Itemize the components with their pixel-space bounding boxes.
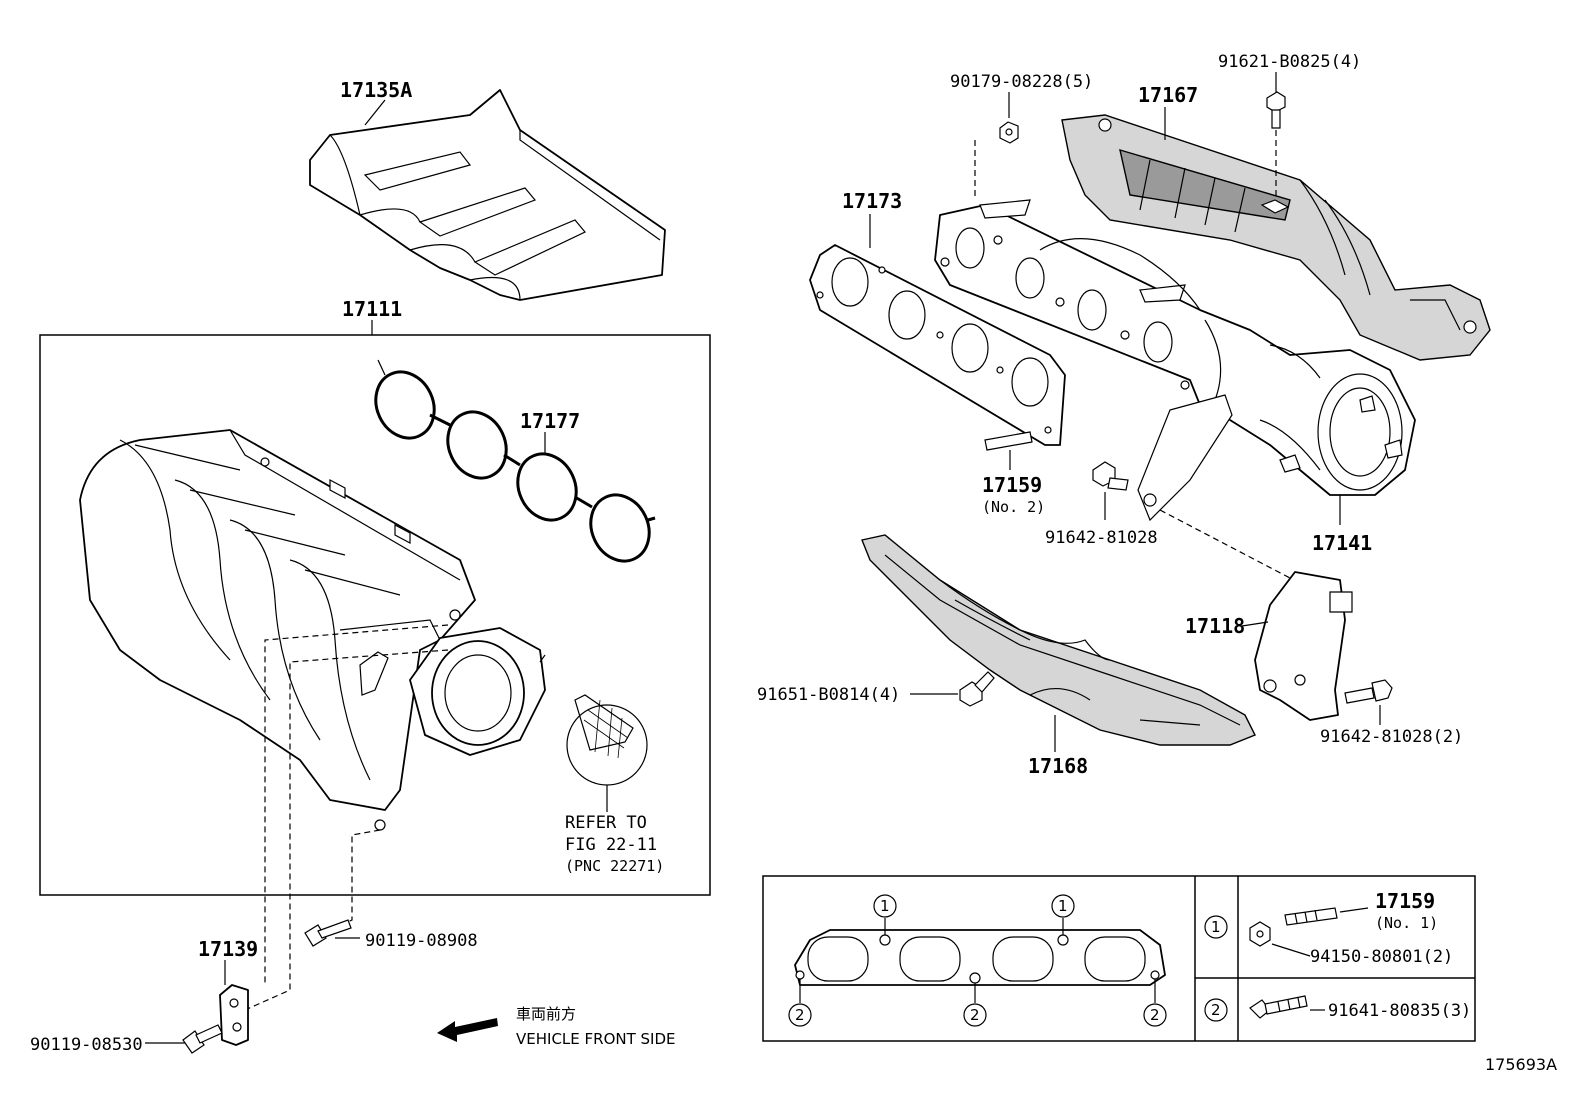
arrow-left-icon <box>437 1018 498 1042</box>
svg-text:2: 2 <box>795 1006 805 1024</box>
bolt-91651-B0814 <box>959 671 995 707</box>
refer-line-2: FIG 22-11 <box>565 835 657 855</box>
inset-label-17159: 17159 <box>1375 889 1435 913</box>
svg-text:1: 1 <box>880 897 890 915</box>
label-17159-no2: 17159 <box>982 473 1042 497</box>
label-17111: 17111 <box>342 297 402 321</box>
intake-manifold-17111 <box>79 429 546 831</box>
label-17173: 17173 <box>842 189 902 213</box>
bolt-91621-B0825 <box>1266 91 1286 129</box>
inset-nut-94150 <box>1249 921 1271 947</box>
inset-bolt-91641 <box>1249 995 1308 1019</box>
circled-2-icon: 2 <box>1204 998 1228 1022</box>
label-91651-B0814: 91651-B0814(4) <box>757 685 900 705</box>
svg-text:2: 2 <box>1211 1001 1221 1019</box>
label-17167: 17167 <box>1138 83 1198 107</box>
label-90179-08228: 90179-08228(5) <box>950 72 1093 92</box>
bolt-91642-81028 <box>1092 461 1129 491</box>
inset-label-94150: 94150-80801(2) <box>1310 947 1453 967</box>
bolt-90119-08908 <box>304 919 352 947</box>
heat-insulator-17168 <box>861 534 1256 746</box>
label-17159-no2-sub: (No. 2) <box>982 498 1045 516</box>
nut-90179-08228 <box>999 121 1019 144</box>
exhaust-gasket-17173 <box>809 244 1066 446</box>
label-17139: 17139 <box>198 937 258 961</box>
bolt-91642-81028-2 <box>1344 679 1393 704</box>
svg-text:2: 2 <box>1150 1006 1160 1024</box>
label-17168: 17168 <box>1028 754 1088 778</box>
heat-insulator-17167 <box>1061 114 1491 361</box>
label-91642-81028-2: 91642-81028(2) <box>1320 727 1463 747</box>
vehicle-front-jp: 車両前方 <box>516 1005 576 1023</box>
label-90119-08530: 90119-08530 <box>30 1035 143 1055</box>
exhaust-manifold-17141 <box>934 199 1416 522</box>
circled-1-icon: 1 <box>1204 915 1228 939</box>
bolt-90119-08530 <box>182 1024 223 1054</box>
label-17118: 17118 <box>1185 614 1245 638</box>
svg-text:1: 1 <box>1211 918 1221 936</box>
refer-line-3: (PNC 22271) <box>565 857 664 875</box>
circled-1-icon: 1 <box>873 894 897 918</box>
vehicle-front-en: VEHICLE FRONT SIDE <box>516 1030 676 1048</box>
intake-manifold-box <box>39 334 711 896</box>
circled-2-icon: 2 <box>788 1003 812 1027</box>
bracket-17118 <box>1254 571 1353 721</box>
stud-17159-no2 <box>984 431 1033 451</box>
label-17135A: 17135A <box>340 78 412 102</box>
gasket-inset-box <box>762 875 1476 1042</box>
refer-fig-callout <box>566 694 648 812</box>
refer-line-1: REFER TO <box>565 813 647 833</box>
figure-number: 175693A <box>1485 1055 1557 1074</box>
intake-cover-17135A <box>309 89 666 301</box>
inset-gasket <box>794 918 1166 1003</box>
inset-stud-17159 <box>1284 907 1338 926</box>
label-17177: 17177 <box>520 409 580 433</box>
svg-text:1: 1 <box>1058 897 1068 915</box>
inset-label-17159-sub: (No. 1) <box>1375 914 1438 932</box>
bracket-17139 <box>219 984 249 1046</box>
inset-label-91641: 91641-80835(3) <box>1328 1001 1471 1021</box>
label-91621-B0825: 91621-B0825(4) <box>1218 52 1361 72</box>
intake-gasket-17177 <box>374 359 656 563</box>
label-17141: 17141 <box>1312 531 1372 555</box>
circled-2-icon: 2 <box>1143 1003 1167 1027</box>
svg-text:2: 2 <box>970 1006 980 1024</box>
label-91642-81028: 91642-81028 <box>1045 528 1158 548</box>
circled-1-icon: 1 <box>1051 894 1075 918</box>
label-90119-08908: 90119-08908 <box>365 931 478 951</box>
circled-2-icon: 2 <box>963 1003 987 1027</box>
